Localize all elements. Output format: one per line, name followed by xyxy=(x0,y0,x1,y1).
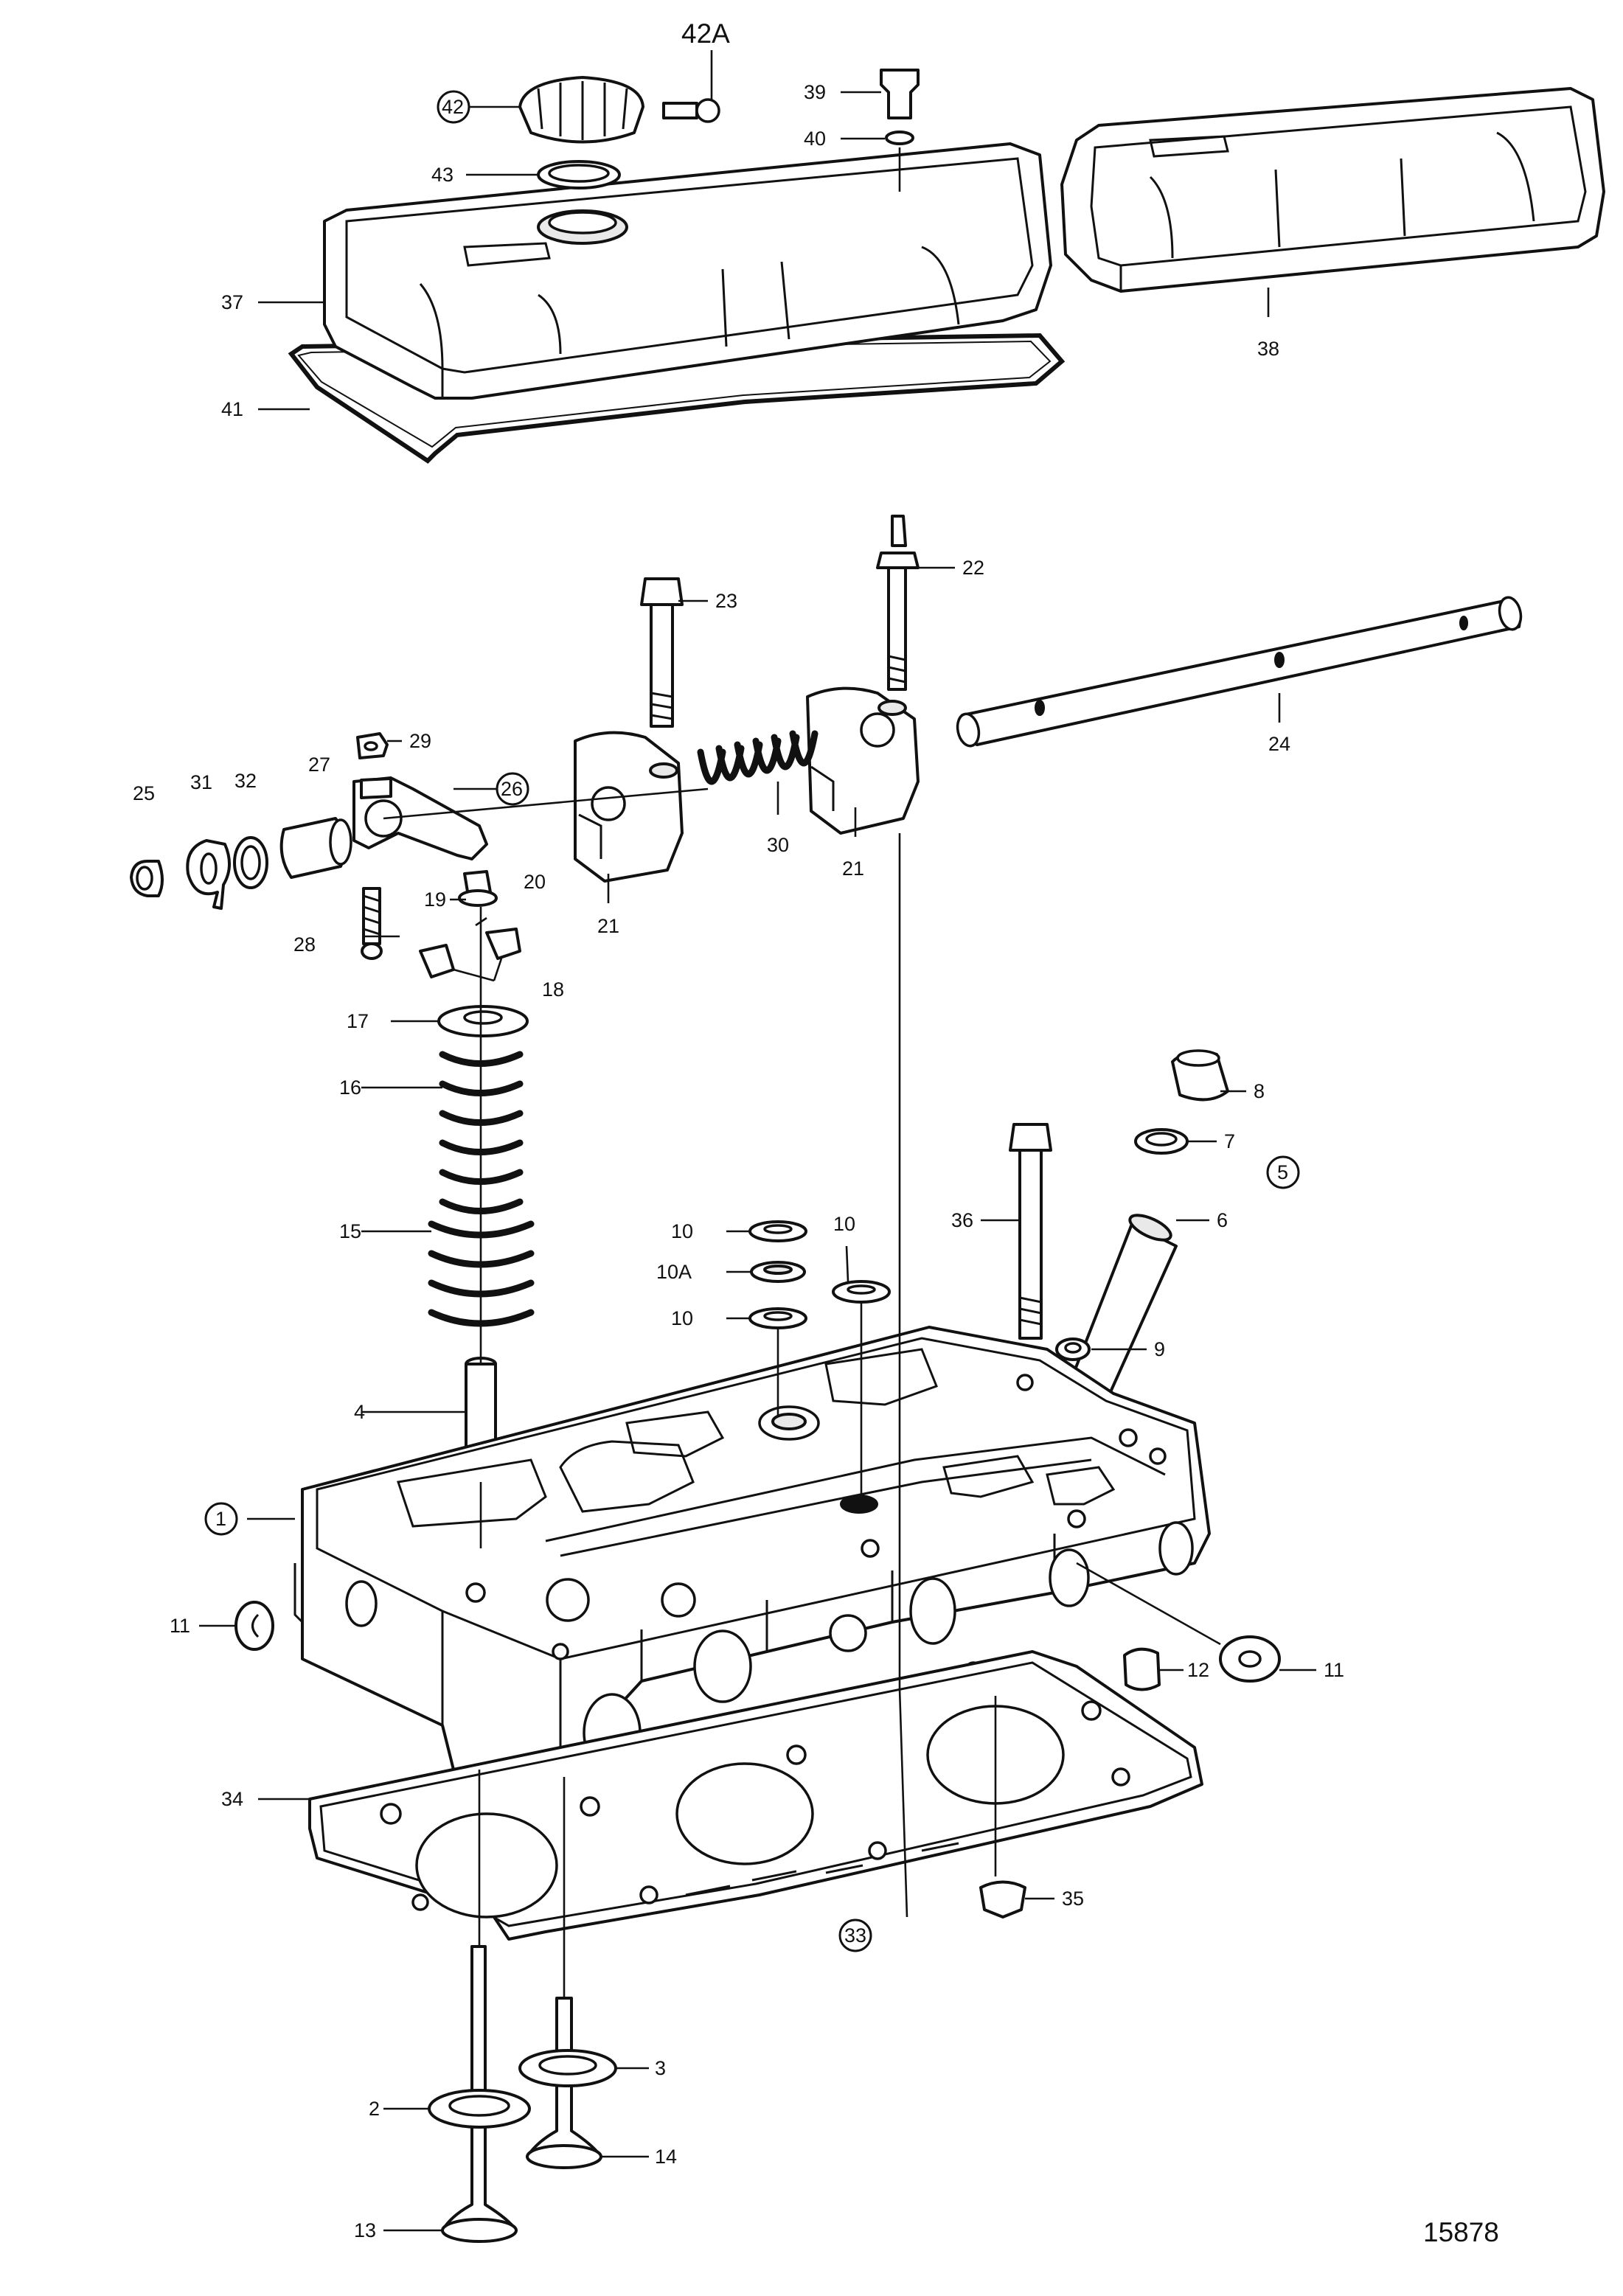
callout-8: 8 xyxy=(1254,1080,1265,1102)
stud-bolt-22-icon xyxy=(876,515,920,691)
callout-11a: 11 xyxy=(170,1615,190,1637)
callout-26-circle xyxy=(496,772,529,806)
injector-icon xyxy=(1071,1214,1178,1395)
rocker-support-bracket-icon xyxy=(806,686,920,835)
callout-5: 5 xyxy=(1277,1161,1288,1183)
callout-7: 7 xyxy=(1224,1130,1235,1152)
callout-41: 41 xyxy=(221,398,243,420)
callout-20: 20 xyxy=(524,871,546,893)
plug-12-icon xyxy=(1123,1647,1161,1691)
valve-seat-ring-2-icon xyxy=(428,2089,531,2129)
callout-42-circle xyxy=(437,90,470,124)
callout-38: 38 xyxy=(1257,338,1279,360)
callout-2: 2 xyxy=(369,2098,380,2120)
callout-16: 16 xyxy=(339,1076,361,1099)
callout-13: 13 xyxy=(354,2219,376,2241)
callout-12: 12 xyxy=(1187,1659,1209,1681)
callout-24: 24 xyxy=(1268,733,1290,755)
rocker-arm-icon xyxy=(352,776,488,860)
locknut-icon xyxy=(356,732,389,759)
core-plug-11-left-icon xyxy=(234,1601,274,1651)
drain-plug-35-icon xyxy=(979,1880,1026,1918)
callout-21a: 21 xyxy=(597,915,619,937)
callout-25: 25 xyxy=(133,782,155,804)
callout-33-circle xyxy=(838,1918,872,1952)
drawing-number: 15878 xyxy=(1423,2217,1499,2247)
callout-27: 27 xyxy=(308,754,330,776)
callout-39: 39 xyxy=(804,81,826,103)
shaft-end-plug-icon xyxy=(130,860,164,897)
callout-32: 32 xyxy=(234,770,257,792)
callout-19: 19 xyxy=(424,888,446,911)
valve-cover-gasket xyxy=(288,333,1066,464)
callout-42: 42 xyxy=(442,96,464,118)
callout-10a: 10 xyxy=(671,1220,693,1242)
rocker-support-bracket-2-icon xyxy=(574,731,684,883)
injector-sleeve-icon xyxy=(1171,1049,1229,1102)
callout-34: 34 xyxy=(221,1788,243,1810)
injector-washer-9-icon xyxy=(1055,1337,1091,1361)
valve-seat-ring-3-icon xyxy=(518,2049,617,2087)
callout-23: 23 xyxy=(715,590,737,612)
adjusting-screw-icon xyxy=(361,887,383,960)
oil-filler-cap-icon xyxy=(518,76,720,144)
callout-21b: 21 xyxy=(842,857,864,880)
valve-cap-icon xyxy=(458,870,498,907)
rocker-shaft-icon xyxy=(956,596,1523,748)
injector-seal-7-icon xyxy=(1134,1128,1189,1155)
callout-10A: 10A xyxy=(656,1261,692,1283)
callout-4: 4 xyxy=(354,1401,365,1423)
callout-10b: 10 xyxy=(671,1307,693,1329)
callout-labels: 42A 42 43 39 40 37 41 38 22 23 24 29 26 … xyxy=(133,18,1344,2241)
washer-10-right-icon xyxy=(832,1280,891,1304)
spring-retainer-icon xyxy=(437,1005,529,1037)
circlip-31-icon xyxy=(186,839,231,910)
callout-22: 22 xyxy=(962,557,984,579)
callout-40: 40 xyxy=(804,128,826,150)
callout-10c: 10 xyxy=(833,1213,855,1235)
callout-26: 26 xyxy=(501,778,523,800)
head-gasket-icon xyxy=(308,1650,1203,1941)
callout-17: 17 xyxy=(347,1010,369,1032)
rocker-spacer-spring-icon xyxy=(697,730,819,785)
bolt-36-icon xyxy=(1009,1123,1052,1340)
callout-36: 36 xyxy=(951,1209,973,1231)
callout-3: 3 xyxy=(655,2057,666,2079)
valve-cover-icon xyxy=(323,142,1052,400)
callout-37: 37 xyxy=(221,291,243,313)
callout-6: 6 xyxy=(1217,1209,1228,1231)
callout-29: 29 xyxy=(409,730,431,752)
callout-28: 28 xyxy=(293,933,316,956)
callout-1-circle xyxy=(204,1502,238,1536)
valve-cover-2-icon xyxy=(1060,87,1605,293)
callout-35: 35 xyxy=(1062,1888,1084,1910)
callout-15: 15 xyxy=(339,1220,361,1242)
leader-lines xyxy=(199,50,1316,2232)
cap-seal-ring-icon xyxy=(537,160,621,189)
callout-14: 14 xyxy=(655,2146,677,2168)
callout-9: 9 xyxy=(1154,1338,1165,1360)
callout-1: 1 xyxy=(215,1508,226,1530)
callout-11b: 11 xyxy=(1324,1659,1344,1681)
callout-30: 30 xyxy=(767,834,789,856)
core-plug-11-right-icon xyxy=(1219,1635,1281,1683)
cover-nut-icon xyxy=(880,69,920,192)
callout-31: 31 xyxy=(190,771,212,793)
washer-32-icon xyxy=(233,836,268,889)
bolt-23-icon xyxy=(640,577,684,728)
valve-collet-icon xyxy=(419,928,521,978)
callout-43: 43 xyxy=(431,164,453,186)
callout-18: 18 xyxy=(542,978,564,1001)
callout-33: 33 xyxy=(844,1924,866,1947)
rocker-bushing-icon xyxy=(279,817,352,879)
callout-42A: 42A xyxy=(681,18,730,49)
callout-5-circle xyxy=(1266,1155,1300,1189)
washer-stack-icon xyxy=(748,1220,807,1329)
